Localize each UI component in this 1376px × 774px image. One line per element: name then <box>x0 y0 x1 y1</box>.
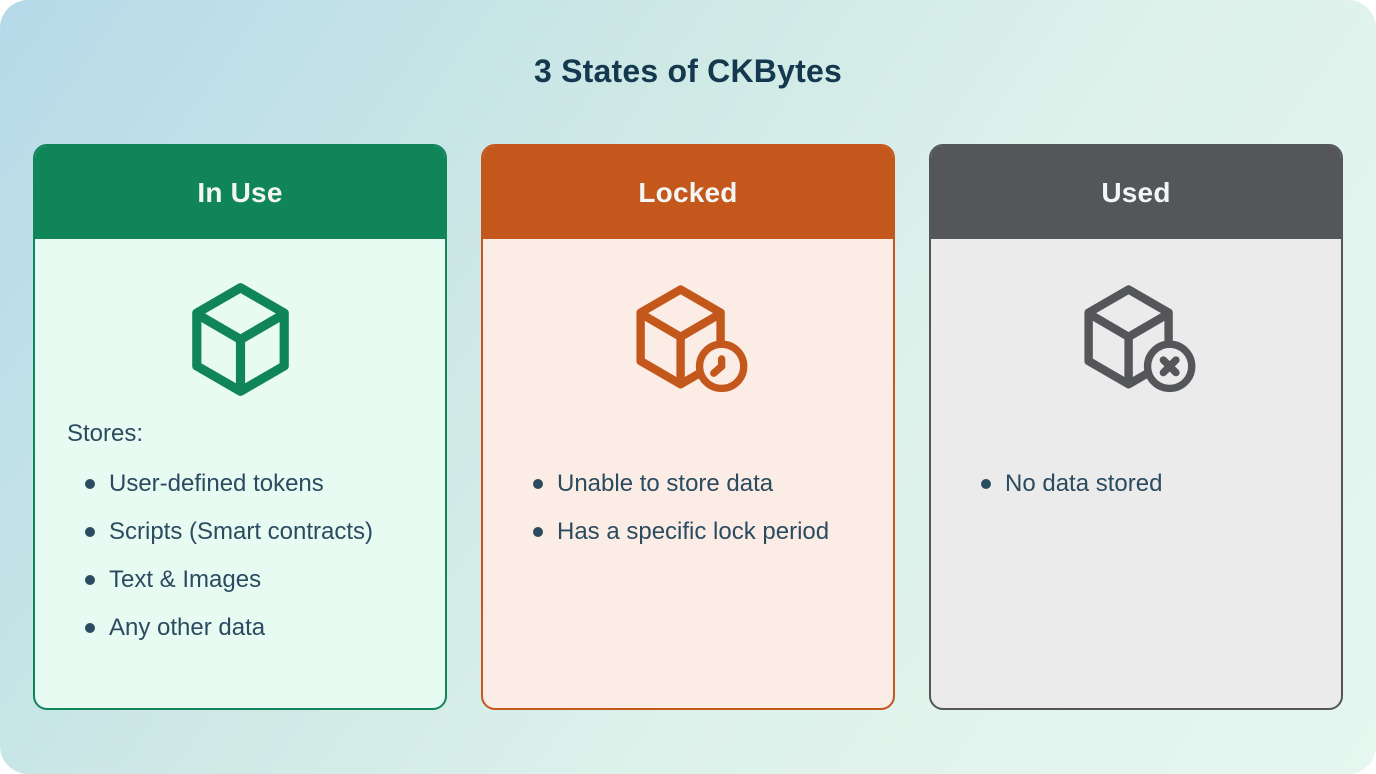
card-in-use-intro: Stores: <box>67 420 144 447</box>
bullet-item: Text & Images <box>63 563 417 597</box>
card-in-use-body: Stores: User-defined tokens Scripts (Sma… <box>35 279 445 645</box>
card-locked: Locked Unable to store data Has a speci <box>481 144 895 710</box>
card-used-bullet-list: No data stored <box>959 467 1313 501</box>
card-used-header: Used <box>931 146 1341 239</box>
card-in-use-title: In Use <box>197 176 283 208</box>
card-used-body: No data stored <box>931 279 1341 501</box>
cube-x-icon <box>959 279 1313 399</box>
card-locked-title: Locked <box>638 176 738 208</box>
cube-clock-icon <box>511 279 865 399</box>
cards-row: In Use Stores: User-defined tokens Scrip… <box>0 144 1376 710</box>
card-in-use: In Use Stores: User-defined tokens Scrip… <box>33 144 447 710</box>
cube-icon <box>63 279 417 399</box>
page-title: 3 States of CKBytes <box>534 53 842 89</box>
card-in-use-header: In Use <box>35 146 445 239</box>
card-in-use-bullet-list: User-defined tokens Scripts (Smart contr… <box>63 467 417 645</box>
card-locked-bullet-list: Unable to store data Has a specific lock… <box>511 467 865 549</box>
bullet-item: Has a specific lock period <box>511 515 865 549</box>
card-used: Used No data stored <box>929 144 1343 710</box>
card-locked-header: Locked <box>483 146 893 239</box>
card-locked-body: Unable to store data Has a specific lock… <box>483 279 893 549</box>
bullet-item: User-defined tokens <box>63 467 417 501</box>
bullet-item: No data stored <box>959 467 1313 501</box>
card-used-title: Used <box>1101 176 1171 208</box>
bullet-item: Scripts (Smart contracts) <box>63 515 417 549</box>
bullet-item: Any other data <box>63 611 417 645</box>
bullet-item: Unable to store data <box>511 467 865 501</box>
